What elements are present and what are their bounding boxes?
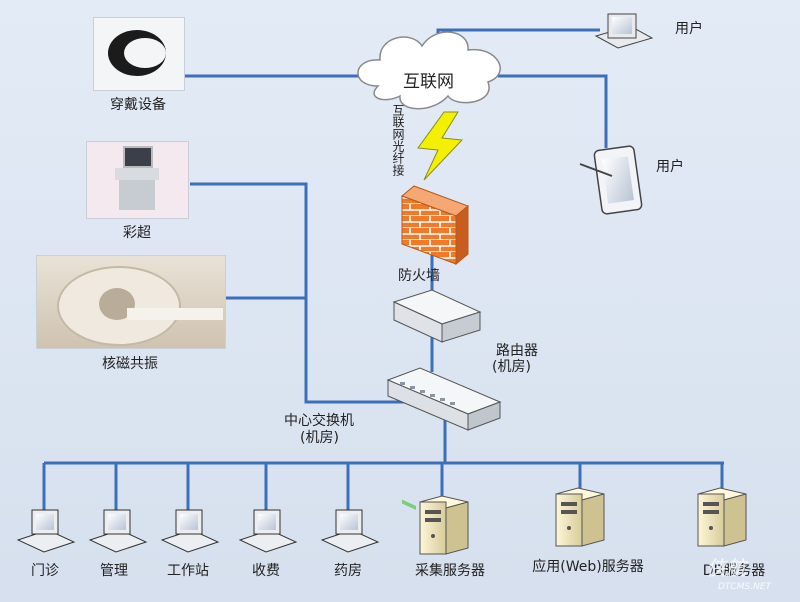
- fiber-link-label: 互联网光纤接: [391, 104, 405, 176]
- link-ultrasound-switch: [190, 182, 420, 404]
- router-icon: [392, 289, 482, 510]
- pc-icon: [160, 509, 220, 553]
- wearable-device-image: [93, 17, 185, 91]
- pc-icon: [320, 509, 380, 553]
- mri-machine-image: [36, 255, 226, 349]
- user1-computer-icon: [594, 13, 654, 49]
- wearable-label: 穿戴设备: [110, 97, 166, 113]
- watermark-sub: DTCMS.NET: [718, 582, 771, 592]
- node-label: 采集服务器: [415, 563, 485, 579]
- mri-label: 核磁共振: [102, 356, 158, 372]
- switch-label: 中心交换机: [284, 413, 354, 429]
- node-label: 应用(Web)服务器: [532, 559, 644, 575]
- pc-icon: [88, 509, 148, 553]
- server-icons: [419, 487, 747, 555]
- server-icon: [555, 487, 605, 547]
- node-label: 药房: [334, 563, 362, 579]
- node-label: 门诊: [31, 563, 59, 579]
- switch-location-label: (机房): [300, 430, 339, 446]
- link-internet-user2: [498, 74, 608, 148]
- watermark-main: 侠航: [706, 556, 746, 580]
- node-label: 工作站: [167, 563, 209, 579]
- server-icon: [419, 495, 469, 555]
- node-label: 收费: [252, 563, 280, 579]
- user2-label: 用户: [656, 159, 684, 175]
- internet-label: 互联网: [403, 72, 454, 92]
- router-location-label: (机房): [492, 359, 531, 375]
- pc-icons: [16, 509, 380, 553]
- user1-label: 用户: [675, 21, 703, 37]
- lightning-bolt-icon: [417, 111, 464, 181]
- watermark-logo: 侠航: [706, 552, 746, 581]
- ultrasound-label: 彩超: [123, 225, 151, 241]
- firewall-label: 防火墙: [398, 268, 440, 284]
- user2-tablet-icon: [579, 145, 643, 215]
- pc-icon: [238, 509, 298, 553]
- switch-icon: [386, 367, 502, 431]
- server-icon: [697, 487, 747, 547]
- node-label: 管理: [100, 563, 128, 579]
- ultrasound-machine-image: [86, 141, 189, 219]
- pc-icon: [16, 509, 76, 553]
- router-label: 路由器: [496, 343, 538, 359]
- internet-cloud: [357, 31, 501, 110]
- drop-lines: [42, 463, 724, 512]
- node-label: DB服务器: [702, 563, 766, 579]
- firewall-icon: [401, 185, 469, 266]
